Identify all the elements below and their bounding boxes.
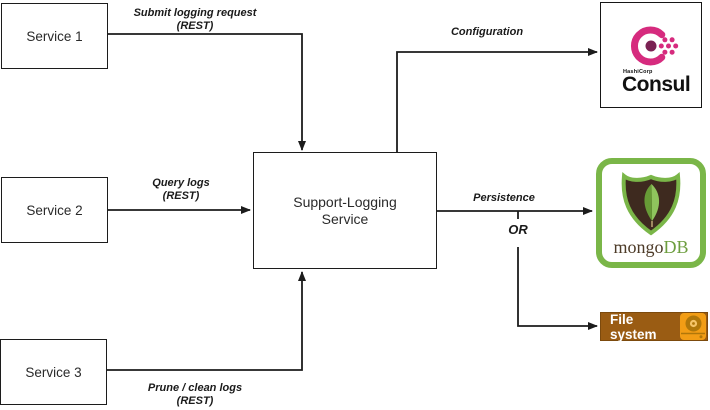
mongodb-wordmark-db: DB	[663, 237, 689, 257]
file-system-label: File system	[610, 311, 657, 342]
node-service-2: Service 2	[1, 177, 108, 243]
edge-label-submit-logging-request: Submit logging request (REST)	[133, 7, 257, 32]
edge-label-prune-clean-logs: Prune / clean logs (REST)	[147, 382, 243, 407]
edge-submit-line	[108, 33, 306, 151]
node-support-logging-service-label: Support-Logging Service	[293, 193, 397, 227]
mongodb-wordmark-mongo: mongo	[613, 237, 664, 257]
node-mongodb: mongoDB	[596, 158, 706, 268]
node-service-2-label: Service 2	[26, 202, 83, 218]
edge-label-or: OR	[508, 222, 528, 237]
node-file-system: File system	[600, 311, 708, 342]
edge-configuration-line	[396, 48, 598, 152]
consul-product-label: Consul	[622, 73, 691, 96]
mongodb-leaf-shield-icon	[621, 172, 681, 236]
node-service-1: Service 1	[1, 3, 108, 69]
consul-vendor-label: HashiCorp	[623, 69, 653, 75]
edge-prune-line	[107, 271, 306, 371]
node-consul: HashiCorp Consul	[600, 2, 702, 108]
node-service-1-label: Service 1	[26, 28, 83, 44]
edge-label-query-logs: Query logs (REST)	[152, 177, 210, 202]
edge-label-persistence: Persistence	[473, 192, 535, 204]
mongodb-wordmark: mongoDB	[602, 238, 700, 256]
node-service-3: Service 3	[0, 339, 107, 405]
hard-drive-icon	[680, 313, 706, 340]
edge-filesystem-line	[517, 247, 598, 330]
node-support-logging-service: Support-Logging Service	[253, 152, 437, 269]
edge-label-configuration: Configuration	[450, 26, 524, 38]
consul-logo-icon	[631, 26, 679, 66]
node-service-3-label: Service 3	[25, 364, 82, 380]
